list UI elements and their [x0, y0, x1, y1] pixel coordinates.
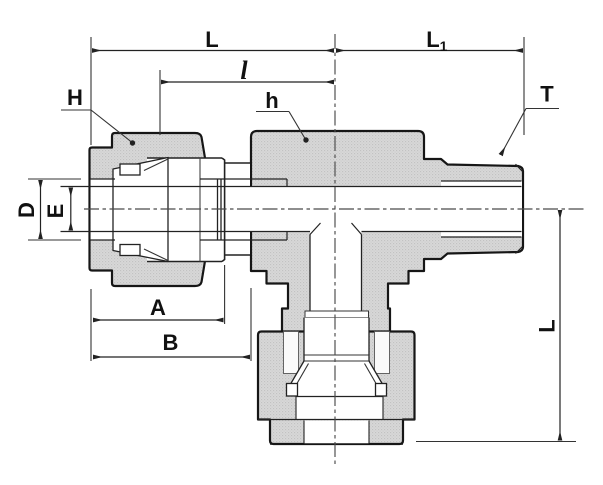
- svg-text:L: L: [535, 319, 560, 332]
- svg-text:E: E: [43, 204, 68, 219]
- svg-text:H: H: [67, 85, 83, 110]
- svg-text:l: l: [240, 56, 248, 85]
- svg-text:D: D: [14, 202, 39, 218]
- svg-text:1: 1: [440, 38, 448, 54]
- svg-text:A: A: [150, 295, 166, 320]
- svg-text:h: h: [265, 88, 278, 113]
- svg-text:T: T: [540, 82, 554, 107]
- svg-text:L: L: [426, 27, 439, 52]
- svg-text:L: L: [205, 27, 218, 52]
- svg-text:B: B: [163, 330, 179, 355]
